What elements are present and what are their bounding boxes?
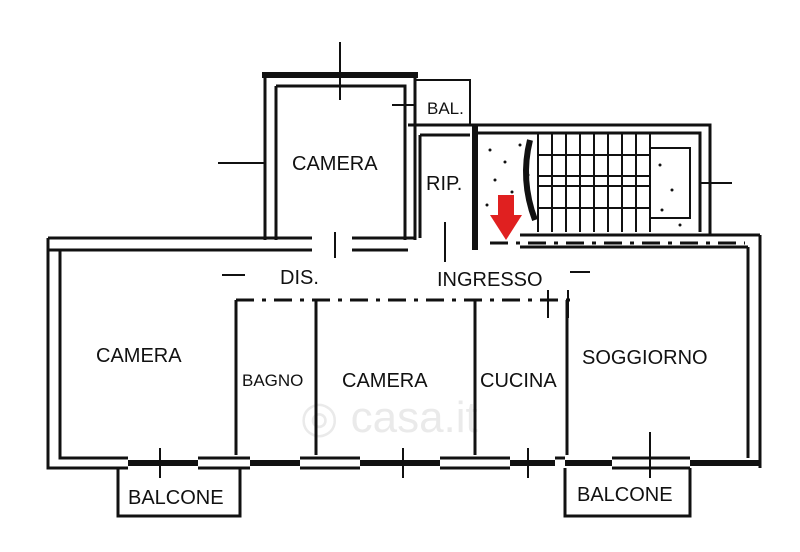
watermark: ◎ casa.it — [300, 393, 478, 442]
room-label-camera-left: CAMERA — [96, 345, 182, 367]
room-label-bagno: BAGNO — [242, 371, 303, 390]
room-label-camera-top: CAMERA — [292, 153, 378, 175]
entrance-arrow-icon — [490, 195, 522, 240]
balcony-right — [563, 468, 692, 518]
room-label-balcone-left: BALCONE — [128, 487, 224, 509]
room-label-dis: DIS. — [280, 267, 319, 289]
room-label-balcone-right: BALCONE — [577, 484, 673, 506]
walls — [46, 42, 762, 478]
room-label-camera-center: CAMERA — [342, 370, 428, 392]
room-label-soggiorno: SOGGIORNO — [582, 347, 708, 369]
room-label-ingresso: INGRESSO — [437, 269, 543, 291]
room-label-bal: BAL. — [427, 99, 464, 118]
balcony-left — [116, 468, 242, 518]
room-label-cucina: CUCINA — [480, 370, 557, 392]
room-label-rip: RIP. — [426, 173, 462, 195]
